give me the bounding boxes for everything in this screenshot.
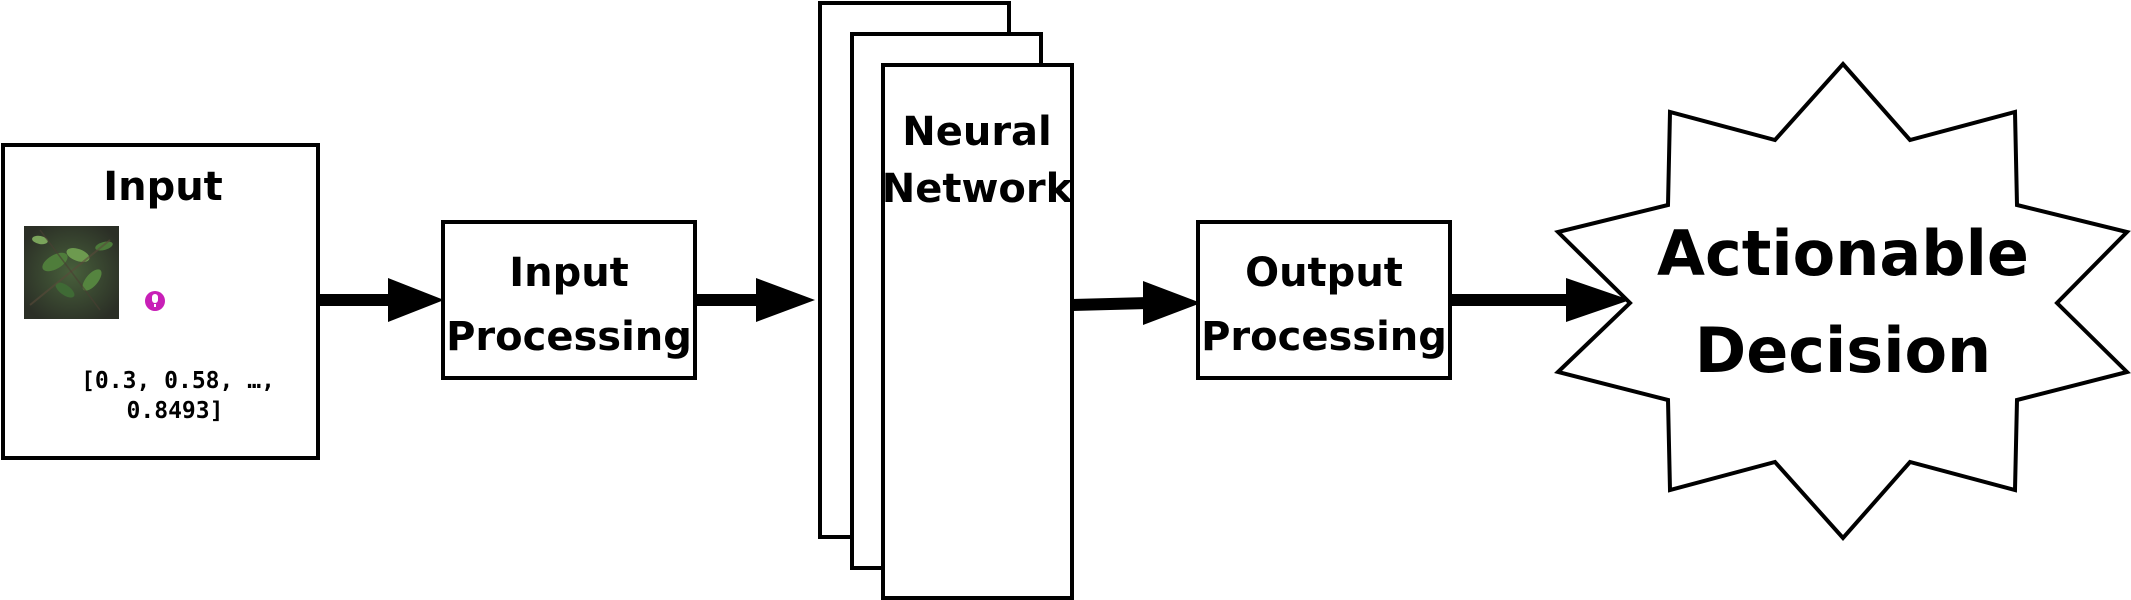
output-processing-frame — [1196, 220, 1452, 380]
input-vector-line-1: [0.3, 0.58, …, — [81, 368, 275, 394]
input-title: Input — [103, 164, 223, 210]
starburst-shape — [1554, 60, 2131, 542]
decision-label-line-2: Decision — [1695, 314, 1991, 387]
output-processing-box: Output Processing — [1196, 220, 1452, 380]
arrow-network-to-output — [1071, 281, 1201, 325]
network-layer-front — [881, 63, 1074, 600]
neural-network-label-line-1: Neural — [902, 109, 1052, 155]
arrow-input-to-processing — [318, 278, 444, 322]
neural-network-stack: Neural Network — [818, 1, 1074, 600]
nature-photo-thumbnail — [24, 226, 119, 319]
audio-waveform-icon — [169, 286, 275, 316]
neural-network-label-line-2: Network — [882, 166, 1074, 212]
output-processing-label-line-1: Output — [1245, 250, 1403, 296]
output-processing-label-line-2: Processing — [1201, 314, 1447, 360]
actionable-decision-starburst: Actionable Decision — [1554, 60, 2131, 542]
input-processing-box: Input Processing — [441, 220, 697, 380]
microphone-icon — [145, 291, 165, 311]
arrow-output-to-decision — [1450, 278, 1630, 322]
input-processing-label-line-2: Processing — [446, 314, 692, 360]
input-processing-label-line-1: Input — [509, 250, 629, 296]
input-processing-frame — [441, 220, 697, 380]
decision-label-line-1: Actionable — [1657, 217, 2029, 290]
arrow-processing-to-network — [695, 278, 815, 322]
input-box: Input — [1, 143, 320, 460]
input-vector-line-2: 0.8493] — [127, 398, 224, 424]
